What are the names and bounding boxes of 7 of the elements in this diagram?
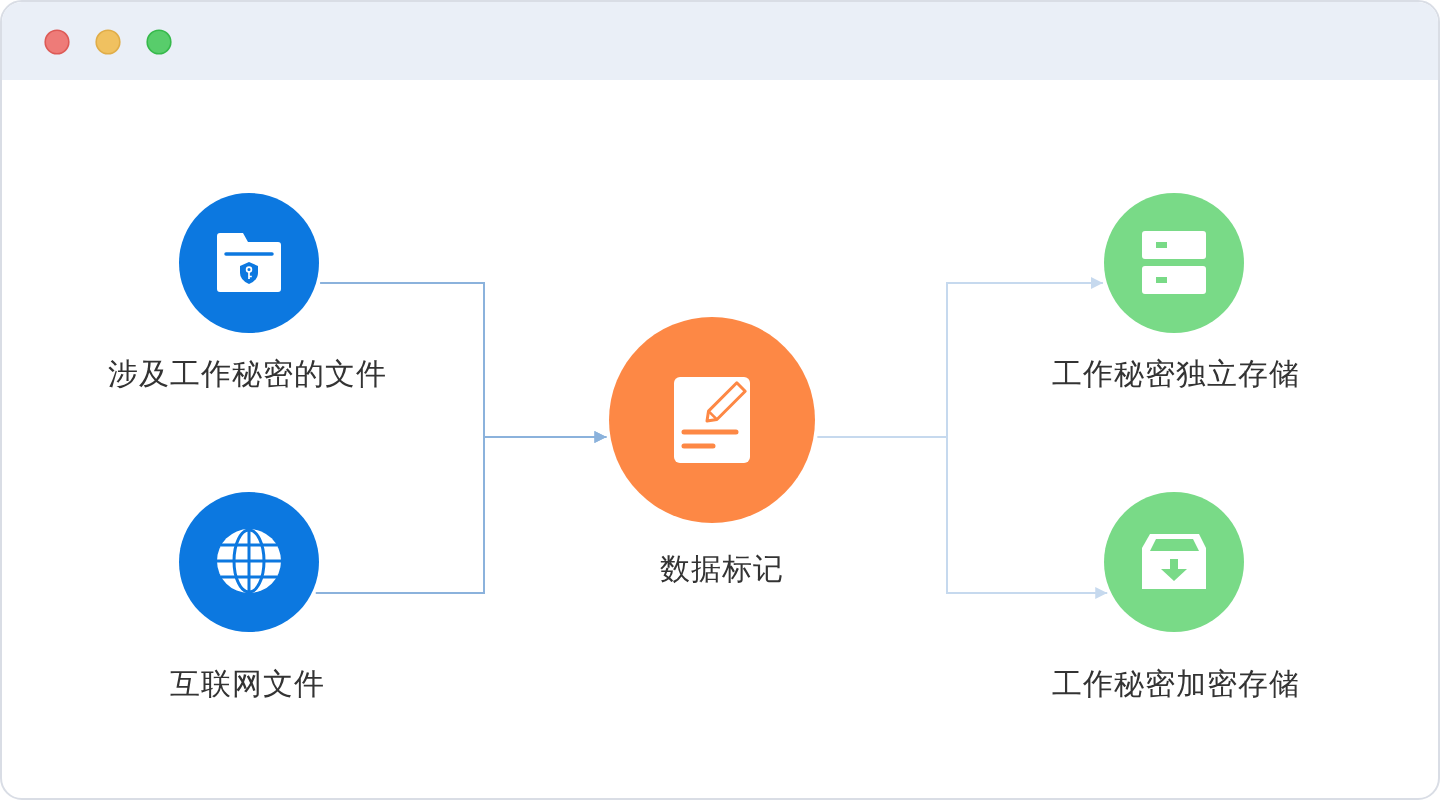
node-label: 涉及工作秘密的文件 [108,357,387,391]
node-label: 工作秘密加密存储 [1052,667,1300,701]
node-label: 工作秘密独立存储 [1052,357,1300,391]
connector-arrow [314,431,608,594]
connector-arrow [816,436,1109,599]
node-label: 数据标记 [660,552,784,586]
node-label: 互联网文件 [170,667,325,701]
